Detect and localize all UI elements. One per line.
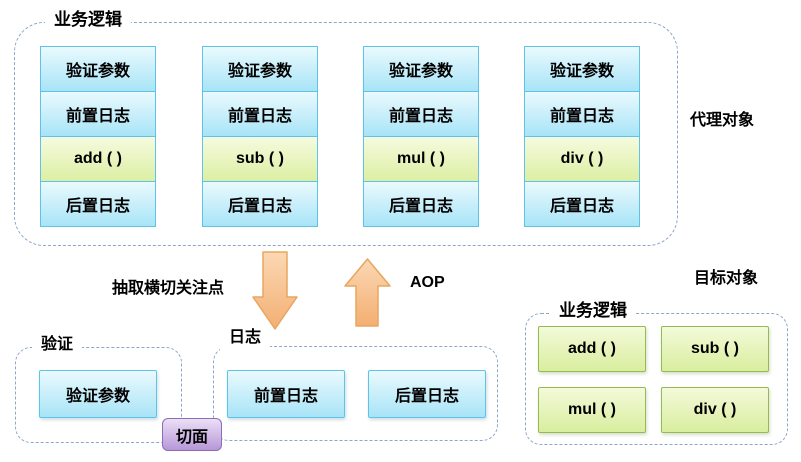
proxy-column-sub: 验证参数 前置日志 sub ( ) 后置日志 [202, 46, 318, 227]
cell-validate-params: 验证参数 [524, 46, 640, 92]
target-group-label: 业务逻辑 [550, 300, 636, 326]
cell-post-log: 后置日志 [202, 181, 318, 227]
down-arrow-icon [252, 251, 298, 330]
validation-params-box: 验证参数 [39, 370, 157, 418]
cell-method-sub: sub ( ) [202, 136, 318, 182]
cell-post-log: 后置日志 [40, 181, 156, 227]
cell-post-log: 后置日志 [363, 181, 479, 227]
cell-pre-log: 前置日志 [363, 91, 479, 137]
pre-log-box: 前置日志 [227, 370, 345, 418]
validation-aspect-container: 验证 [15, 334, 182, 443]
aop-label: AOP [410, 274, 445, 291]
proxy-object-label: 代理对象 [690, 112, 755, 129]
cell-post-log: 后置日志 [524, 181, 640, 227]
cell-validate-params: 验证参数 [202, 46, 318, 92]
proxy-object-container: 业务逻辑 [14, 9, 678, 246]
cell-method-add: add ( ) [40, 136, 156, 182]
proxy-column-mul: 验证参数 前置日志 mul ( ) 后置日志 [363, 46, 479, 227]
proxy-column-add: 验证参数 前置日志 add ( ) 后置日志 [40, 46, 156, 227]
target-method-div: div ( ) [661, 387, 769, 433]
target-method-sub: sub ( ) [661, 326, 769, 372]
proxy-column-div: 验证参数 前置日志 div ( ) 后置日志 [524, 46, 640, 227]
logging-aspect-container: 日志 [213, 327, 498, 441]
cell-pre-log: 前置日志 [202, 91, 318, 137]
proxy-group-label: 业务逻辑 [45, 9, 131, 35]
cell-method-div: div ( ) [524, 136, 640, 182]
target-object-container: 业务逻辑 [525, 300, 788, 445]
aspect-badge: 切面 [162, 418, 222, 451]
validation-group-label: 验证 [32, 334, 83, 360]
post-log-box: 后置日志 [368, 370, 486, 418]
cell-validate-params: 验证参数 [40, 46, 156, 92]
target-object-label: 目标对象 [694, 270, 759, 287]
logging-group-label: 日志 [220, 327, 271, 353]
target-method-mul: mul ( ) [538, 387, 646, 433]
cell-pre-log: 前置日志 [40, 91, 156, 137]
up-arrow-icon [344, 258, 391, 327]
cell-method-mul: mul ( ) [363, 136, 479, 182]
target-method-add: add ( ) [538, 326, 646, 372]
extract-crosscut-label: 抽取横切关注点 [112, 280, 225, 297]
cell-validate-params: 验证参数 [363, 46, 479, 92]
cell-pre-log: 前置日志 [524, 91, 640, 137]
